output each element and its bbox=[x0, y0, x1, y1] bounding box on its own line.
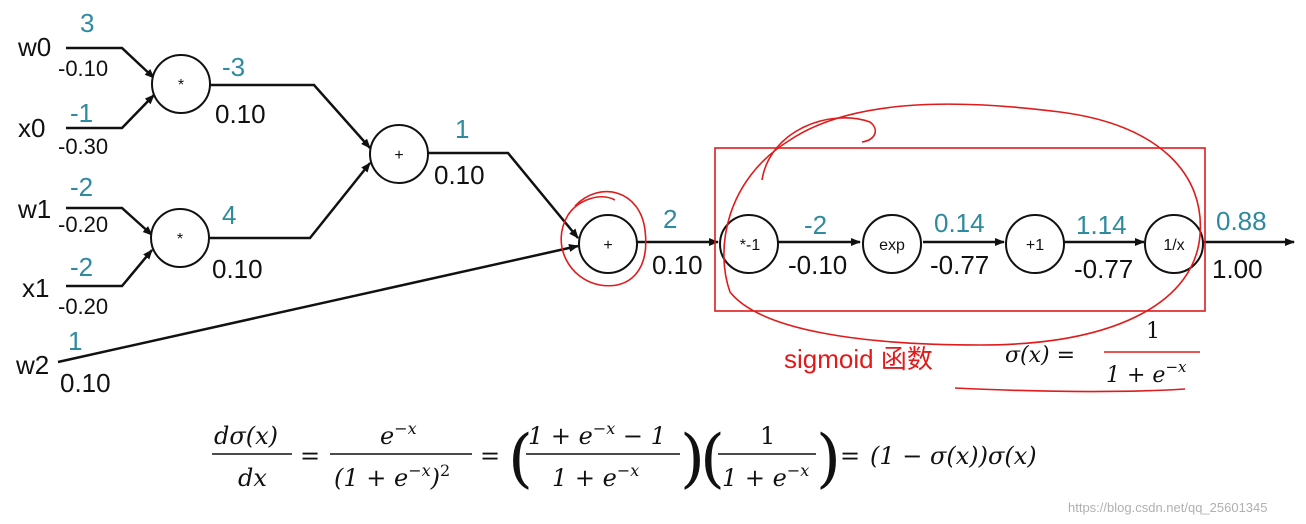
edge-add0-add1 bbox=[428, 151, 579, 239]
deriv-lhs-den: dx bbox=[238, 464, 267, 492]
node-exp-forward: 0.14 bbox=[934, 208, 985, 238]
input-w0-name: w0 bbox=[17, 32, 51, 62]
node-mul1 bbox=[150, 208, 210, 268]
deriv-f2-num-exp: −x bbox=[593, 419, 615, 438]
sigmoid-lhs: σ(x) = bbox=[1005, 343, 1075, 368]
node-mul1-op: * bbox=[177, 231, 183, 248]
deriv-f2-num: 1 + e−x − 1 bbox=[528, 419, 666, 450]
node-recip-op: 1/x bbox=[1163, 237, 1184, 254]
deriv-f1-den: (1 + e−x)2 bbox=[334, 461, 450, 492]
node-add1 bbox=[578, 214, 638, 274]
edge-w2-add1 bbox=[57, 244, 579, 364]
input-w2-name: w2 bbox=[15, 350, 49, 380]
input-w1-name: w1 bbox=[17, 194, 51, 224]
sigmoid-hand-circle bbox=[723, 103, 1202, 346]
watermark: https://blog.csdn.net/qq_25601345 bbox=[1068, 500, 1268, 515]
deriv-f3-num: 1 bbox=[760, 422, 775, 450]
node-mul0 bbox=[151, 54, 211, 114]
node-add0-forward: 1 bbox=[455, 114, 469, 144]
deriv-paren-1-open: ( bbox=[508, 422, 533, 496]
edge-w0-mul0 bbox=[66, 46, 155, 79]
deriv-f2-den: 1 + e−x bbox=[552, 461, 639, 492]
node-exp-backward: -0.77 bbox=[930, 250, 989, 280]
deriv-eq-2: = bbox=[480, 442, 500, 470]
input-x1-name: x1 bbox=[22, 273, 49, 303]
node-add1-op: + bbox=[603, 237, 612, 254]
input-x1-forward: -2 bbox=[70, 252, 93, 282]
deriv-paren-2-close: ) bbox=[816, 422, 841, 496]
deriv-f3-den: 1 + e−x bbox=[722, 461, 809, 492]
sigmoid-denominator-exp: −x bbox=[1165, 358, 1187, 376]
node-add0-op: + bbox=[394, 147, 403, 164]
input-x0-forward: -1 bbox=[70, 98, 93, 128]
edge-mul1-add0 bbox=[208, 162, 371, 240]
input-x1-backward: -0.20 bbox=[58, 294, 108, 319]
node-exp-op: exp bbox=[879, 237, 905, 254]
sigmoid-highlight-box bbox=[714, 147, 1206, 312]
node-plus1 bbox=[1005, 214, 1065, 274]
deriv-f2-den-exp: −x bbox=[617, 461, 639, 480]
edge-x1-mul1 bbox=[66, 249, 153, 288]
deriv-f1-num: e−x bbox=[380, 419, 417, 450]
node-add0 bbox=[369, 124, 429, 184]
node-neg-forward: -2 bbox=[804, 210, 827, 240]
node-plus1-op: +1 bbox=[1026, 237, 1044, 254]
input-w1-forward: -2 bbox=[70, 172, 93, 202]
edge-w1-mul1 bbox=[66, 206, 153, 236]
edge-mul0-add0 bbox=[210, 83, 371, 149]
deriv-eq-3: = bbox=[840, 442, 860, 470]
input-w0-backward: -0.10 bbox=[58, 56, 108, 81]
sigmoid-numerator: 1 bbox=[1146, 319, 1160, 344]
sigmoid-denominator: 1 + e−x bbox=[1106, 358, 1187, 388]
node-add0-backward: 0.10 bbox=[434, 160, 485, 190]
deriv-rhs: (1 − σ(x))σ(x) bbox=[870, 442, 1037, 470]
input-w1-backward: -0.20 bbox=[58, 212, 108, 237]
deriv-paren-1-close: ) bbox=[680, 422, 705, 496]
deriv-lhs-num: dσ(x) bbox=[214, 422, 278, 450]
input-x0-name: x0 bbox=[18, 113, 45, 143]
node-neg-backward: -0.10 bbox=[788, 250, 847, 280]
deriv-eq-1: = bbox=[300, 442, 320, 470]
input-w2-backward: 0.10 bbox=[60, 368, 111, 398]
sigmoid-label: sigmoid 函数 bbox=[784, 344, 933, 374]
node-exp bbox=[862, 214, 922, 274]
node-neg-op: *-1 bbox=[740, 237, 761, 254]
add-node-hand-circle bbox=[560, 190, 647, 287]
node-add1-backward: 0.10 bbox=[652, 250, 703, 280]
input-w0-forward: 3 bbox=[80, 8, 94, 38]
node-mul0-backward: 0.10 bbox=[215, 99, 266, 129]
input-w2-forward: 1 bbox=[68, 326, 82, 356]
node-recip-backward: 1.00 bbox=[1212, 254, 1263, 284]
deriv-f3-den-exp: −x bbox=[787, 461, 809, 480]
deriv-f1-num-exp: −x bbox=[394, 419, 416, 438]
deriv-f1-den-exp: −x bbox=[408, 461, 430, 480]
input-x0-backward: -0.30 bbox=[58, 134, 108, 159]
node-neg bbox=[719, 214, 779, 274]
sigmoid-underline bbox=[954, 387, 1186, 393]
node-mul0-op: * bbox=[178, 77, 184, 94]
node-mul1-backward: 0.10 bbox=[212, 254, 263, 284]
node-plus1-forward: 1.14 bbox=[1076, 210, 1127, 240]
node-recip-forward: 0.88 bbox=[1216, 206, 1267, 236]
node-plus1-backward: -0.77 bbox=[1074, 254, 1133, 284]
node-recip bbox=[1144, 214, 1204, 274]
deriv-paren-2-open: ( bbox=[700, 422, 725, 496]
edge-x0-mul0 bbox=[66, 94, 155, 130]
deriv-f1-den-sq: 2 bbox=[440, 461, 450, 480]
node-mul0-forward: -3 bbox=[222, 52, 245, 82]
node-mul1-forward: 4 bbox=[222, 200, 236, 230]
node-add1-forward: 2 bbox=[663, 204, 677, 234]
sigmoid-hand-curl bbox=[761, 117, 877, 181]
